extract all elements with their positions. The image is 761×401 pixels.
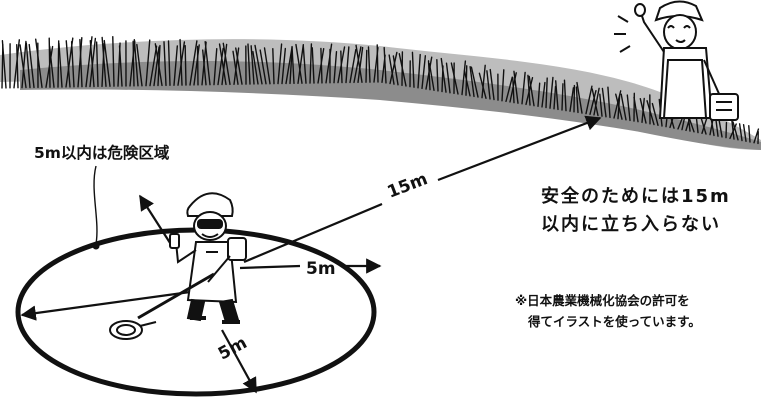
- distance-label-bottom-5m: 5m: [215, 333, 250, 365]
- long-arrow-b: [437, 115, 602, 182]
- woman-figure: [614, 0, 739, 121]
- label-pointer: [93, 165, 98, 245]
- distance-label-right-5m: 5m: [306, 259, 336, 279]
- danger-zone-label: 5m以内は危険区域: [34, 144, 170, 162]
- grass-bank: [0, 35, 761, 150]
- radius-arrow-down: [221, 329, 257, 394]
- radius-arrow-up: [139, 194, 173, 247]
- safety-notice-line2: 以内に立ち入らない: [541, 214, 721, 235]
- distance-label-15m: 15m: [385, 169, 431, 202]
- worker-figure: [109, 192, 247, 340]
- credit-note-line2: 得てイラストを使っています。: [528, 314, 701, 329]
- long-arrow-a: [243, 202, 383, 264]
- safety-notice-line1: 安全のためには15m: [541, 186, 731, 207]
- credit-note-line1: ※日本農業機械化協会の許可を: [515, 293, 690, 308]
- radius-arrow-left: [20, 290, 191, 321]
- radius-arrow-right: [239, 264, 301, 270]
